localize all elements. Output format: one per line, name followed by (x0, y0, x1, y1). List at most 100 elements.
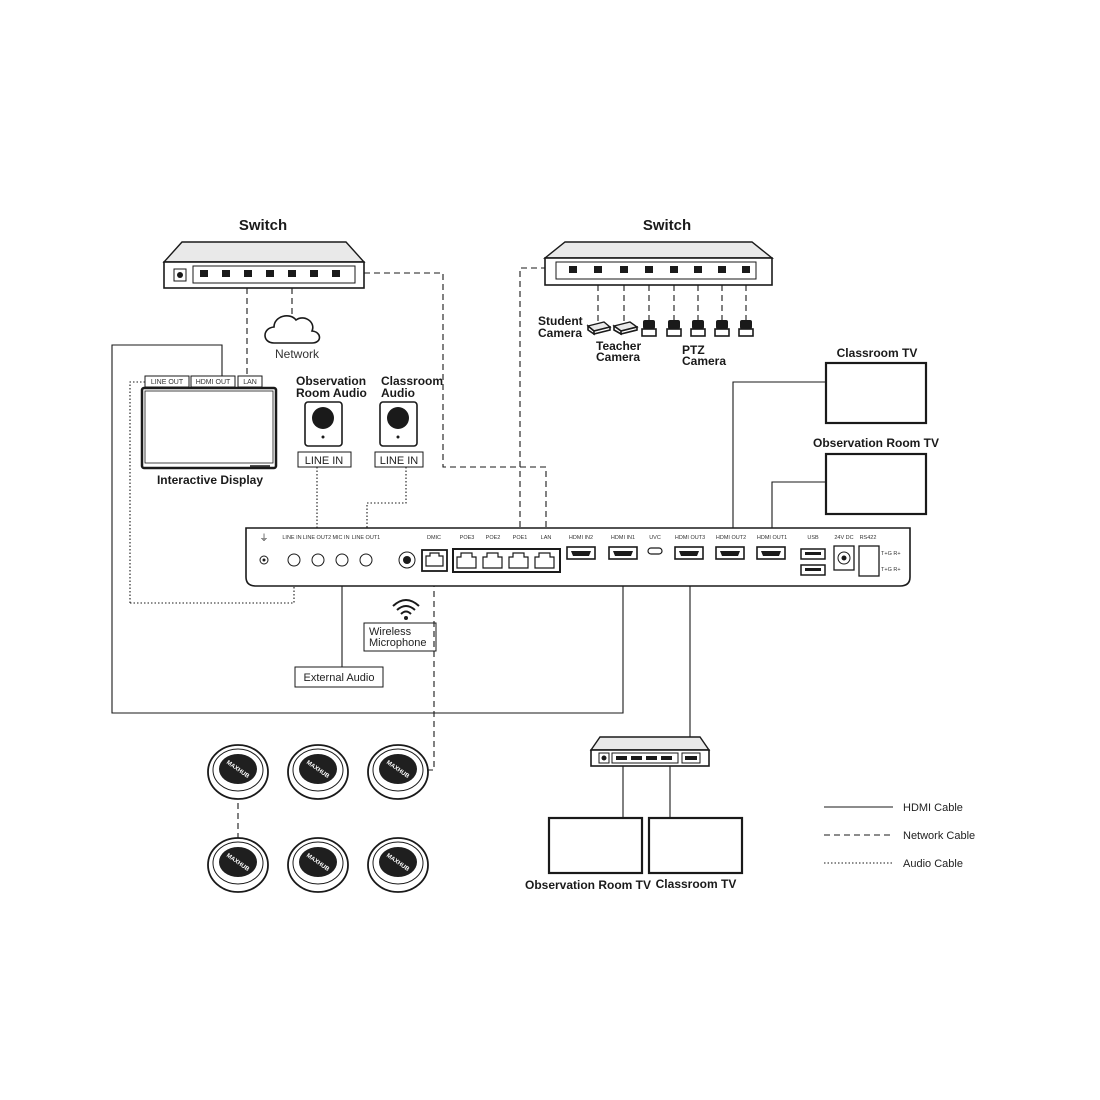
port-label-uvc: UVC (649, 535, 661, 541)
observation-tv-top: Observation Room TV (813, 436, 939, 516)
legend-network-label: Network Cable (903, 830, 975, 842)
mic-top (219, 847, 257, 877)
mic-ring (212, 841, 264, 885)
classroom-tv-bottom-label: Classroom TV (656, 877, 737, 891)
interactive-display-label: Interactive Display (157, 473, 263, 487)
port-label-hdmi-in2: HDMI IN2 (569, 535, 593, 541)
hdmi-cables (111, 344, 826, 818)
cable-line-out1-to-classroom-speaker (366, 467, 407, 538)
ethernet-port-icon (332, 270, 340, 277)
wireless-mic-label-1: Wireless (369, 626, 412, 638)
ptz-camera-2 (666, 320, 682, 337)
ethernet-port-icon (645, 266, 653, 273)
port-label-poe3: POE3 (460, 535, 475, 541)
cable-switch-to-main-lan (364, 272, 547, 538)
ethernet-port-icon (569, 266, 577, 273)
audio-cables (129, 381, 407, 604)
ptz-camera-base (666, 328, 682, 337)
usb-icon (805, 568, 821, 571)
ptz-camera-base (714, 328, 730, 337)
hdmi-ports (566, 546, 786, 560)
cloud-icon (264, 315, 321, 344)
ethernet-port-icon (310, 270, 318, 277)
splitter-power-port (598, 752, 610, 764)
cable-right-switch-to-poe1 (519, 267, 547, 538)
ethernet-port-icon (508, 552, 529, 569)
power-icon: ⏚ (259, 533, 268, 543)
dmic-port (421, 549, 448, 572)
teacher-camera-label-1: Teacher (596, 339, 641, 353)
ptz-camera-base (738, 328, 754, 337)
speaker-led (321, 435, 325, 439)
uvc-port (647, 547, 663, 555)
classroom-speaker: Classroom Audio LINE IN (374, 374, 443, 468)
wireless-microphone-box (363, 622, 437, 652)
speaker-icon (387, 407, 409, 429)
left-switch-power-port (173, 268, 187, 282)
cable-hdmi-out2-to-classroom-tv (732, 381, 826, 538)
ptz-camera-5 (738, 320, 754, 337)
classroom-tv-bottom-screen (647, 816, 744, 875)
hdmi-port-icon (661, 756, 672, 760)
ethernet-port-icon (694, 266, 702, 273)
port-label-usb: USB (807, 535, 819, 541)
cable-display-line-out (129, 381, 145, 603)
poe-port-block (452, 548, 561, 573)
dc-jack-icon (837, 551, 851, 565)
ethernet-port-icon (288, 270, 296, 277)
port-label-24v-dc: 24V DC (834, 535, 853, 541)
wireless-mic-1: MAXHUB (207, 744, 269, 800)
observation-tv-bottom-label: Observation Room TV (525, 878, 651, 892)
interactive-display: LINE OUT HDMI OUT LAN Interactive Displa… (140, 375, 278, 487)
classroom-speaker-port (374, 451, 424, 468)
wifi-icon (392, 599, 420, 607)
ethernet-port-icon (222, 270, 230, 277)
port-label-rs422: RS422 (860, 535, 877, 541)
poe-lan-ports (452, 548, 561, 573)
wireless-mic-5: MAXHUB (287, 837, 349, 893)
observation-tv-top-label: Observation Room TV (813, 436, 939, 450)
hdmi-port-icon (761, 551, 781, 556)
ethernet-port-icon (742, 266, 750, 273)
mic-top (379, 754, 417, 784)
observation-speaker-label-1: Observation (296, 374, 366, 388)
ethernet-port-icon (266, 270, 274, 277)
ethernet-port-icon (534, 552, 555, 569)
wireless-mic-4: MAXHUB (207, 837, 269, 893)
classroom-tv-top: Classroom TV (824, 346, 928, 425)
port-label-lan: LAN (541, 535, 552, 541)
hdmi-port-icon (571, 551, 591, 556)
port-label-line-in: LINE IN (282, 535, 301, 541)
large-jack-center (403, 556, 411, 564)
network-cloud: Network (264, 315, 321, 361)
ptz-cameras: PTZ Camera (641, 320, 754, 368)
port-label-mic-in: MIC IN (332, 535, 349, 541)
power-icon (601, 755, 607, 761)
mic-ring (372, 841, 424, 885)
right-switch-port-panel (555, 261, 757, 280)
rs422-pins-top: T+G R+ (881, 551, 901, 557)
legend-audio-label: Audio Cable (903, 858, 963, 870)
ptz-camera-1 (641, 320, 657, 337)
ptz-camera-base (641, 328, 657, 337)
ethernet-port-icon (456, 552, 477, 569)
ethernet-port-icon (482, 552, 503, 569)
rs422-pins-bottom: T+G R+ (881, 567, 901, 573)
mic-in-jack (335, 553, 349, 567)
mic-top (299, 754, 337, 784)
power-button-icon (259, 555, 269, 565)
cable-hdmi-out1-to-observation-tv (771, 481, 826, 538)
observation-tv-bottom-screen (547, 816, 644, 875)
line-out2-jack (311, 553, 325, 567)
mic-top (219, 754, 257, 784)
left-switch-ports (200, 270, 340, 277)
external-audio: External Audio (294, 666, 384, 688)
classroom-speaker-label-2: Audio (381, 386, 415, 400)
ethernet-port-icon (425, 552, 444, 567)
ethernet-port-icon (594, 266, 602, 273)
port-label-hdmi-out1: HDMI OUT1 (757, 535, 787, 541)
camera-body (587, 324, 611, 336)
mic-top (299, 847, 337, 877)
camera-body (613, 324, 638, 336)
